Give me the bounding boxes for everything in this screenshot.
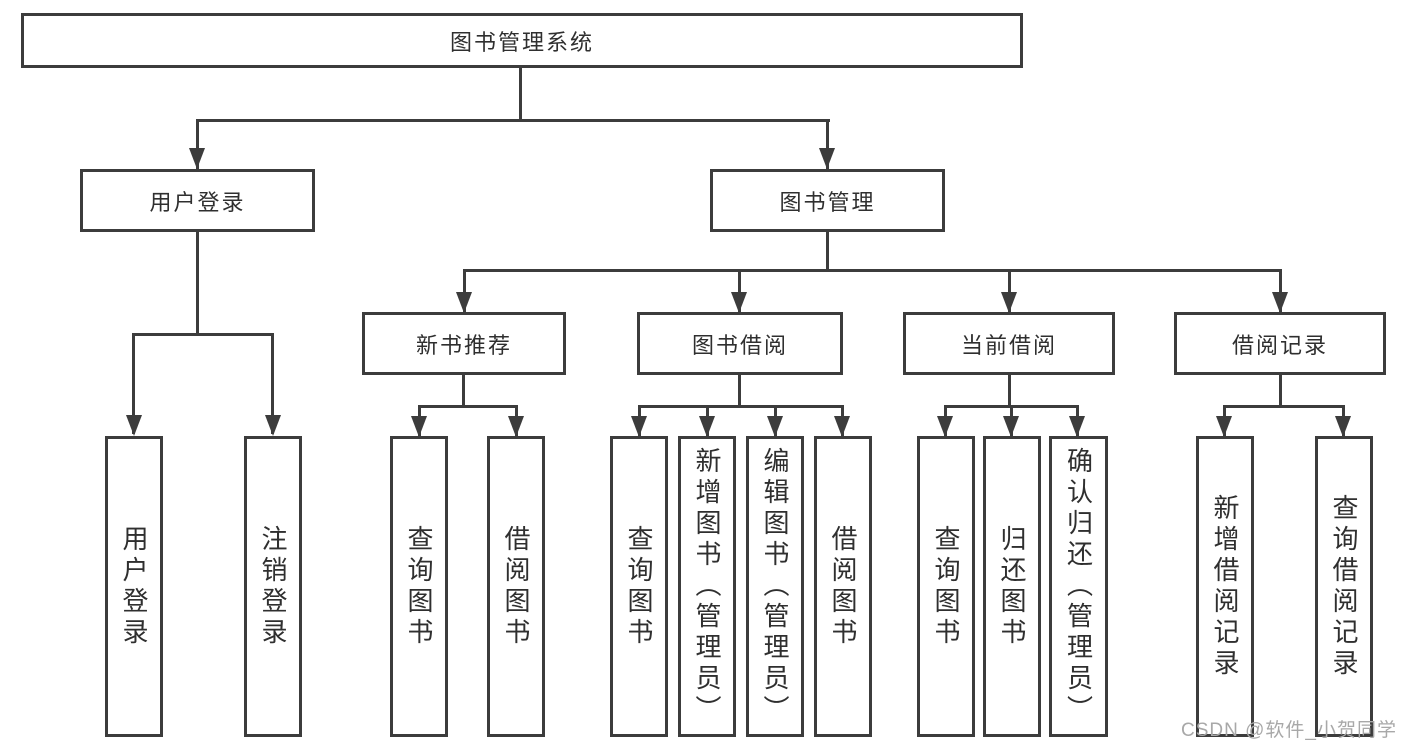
leaf-label: 确认归还（管理员） bbox=[1063, 447, 1094, 726]
arrow-down-icon bbox=[1003, 416, 1019, 437]
arrow-down-icon bbox=[731, 292, 747, 313]
arrow-down-icon bbox=[937, 416, 953, 437]
connector-line bbox=[132, 333, 273, 336]
connector-line bbox=[196, 119, 199, 169]
connector-line bbox=[738, 269, 741, 312]
connector-line bbox=[638, 405, 844, 408]
node-label: 当前借阅 bbox=[960, 332, 1057, 358]
node-label: 图书管理系统 bbox=[449, 29, 594, 55]
arrow-down-icon bbox=[631, 416, 647, 437]
leaf-label: 查询图书 bbox=[404, 524, 434, 649]
node-borrow-records: 借阅记录 bbox=[1174, 312, 1386, 375]
leaf-query-borrow-record: 查询借阅记录 bbox=[1315, 436, 1373, 737]
connector-line bbox=[519, 66, 522, 121]
leaf-label: 新增借阅记录 bbox=[1210, 493, 1240, 680]
connector-line bbox=[738, 373, 741, 408]
arrow-down-icon bbox=[411, 416, 427, 437]
connector-line bbox=[196, 230, 199, 336]
connector-line bbox=[463, 269, 1282, 272]
arrow-down-icon bbox=[456, 292, 472, 313]
leaf-label: 注销登录 bbox=[258, 524, 288, 649]
leaf-label: 借阅图书 bbox=[501, 524, 531, 649]
leaf-borrow-books-recommend: 借阅图书 bbox=[487, 436, 545, 737]
leaf-label: 查询借阅记录 bbox=[1329, 493, 1359, 680]
node-user-login: 用户登录 bbox=[80, 169, 315, 232]
arrow-down-icon bbox=[265, 415, 281, 436]
connector-line bbox=[1008, 373, 1011, 408]
leaf-label: 用户登录 bbox=[119, 524, 149, 649]
node-book-borrow: 图书借阅 bbox=[637, 312, 843, 375]
connector-line bbox=[826, 119, 829, 169]
connector-line bbox=[132, 333, 135, 434]
leaf-user-login: 用户登录 bbox=[105, 436, 163, 737]
connector-line bbox=[418, 405, 518, 408]
connector-line bbox=[463, 269, 466, 312]
leaf-confirm-return-admin: 确认归还（管理员） bbox=[1049, 436, 1108, 737]
node-label: 图书管理 bbox=[779, 189, 876, 215]
node-current-borrow: 当前借阅 bbox=[903, 312, 1115, 375]
arrow-down-icon bbox=[819, 148, 835, 169]
connector-line bbox=[462, 373, 465, 408]
arrow-down-icon bbox=[1335, 416, 1351, 437]
connector-line bbox=[826, 230, 829, 272]
arrow-down-icon bbox=[1216, 416, 1232, 437]
leaf-add-books-admin: 新增图书（管理员） bbox=[678, 436, 736, 737]
leaf-label: 查询图书 bbox=[624, 524, 654, 649]
arrow-down-icon bbox=[1001, 292, 1017, 313]
arrow-down-icon bbox=[834, 416, 850, 437]
leaf-query-books-borrow: 查询图书 bbox=[610, 436, 668, 737]
node-label: 新书推荐 bbox=[415, 332, 512, 358]
arrow-down-icon bbox=[767, 416, 783, 437]
node-label: 用户登录 bbox=[149, 189, 246, 215]
node-new-book-recommend: 新书推荐 bbox=[362, 312, 566, 375]
leaf-label: 查询图书 bbox=[931, 524, 961, 649]
leaf-label: 编辑图书（管理员） bbox=[760, 447, 790, 726]
leaf-label: 借阅图书 bbox=[828, 524, 858, 649]
csdn-watermark: CSDN @软件_小贺同学 bbox=[1181, 720, 1397, 741]
connector-line bbox=[271, 333, 274, 434]
node-label: 图书借阅 bbox=[691, 332, 788, 358]
leaf-label: 新增图书（管理员） bbox=[692, 447, 722, 726]
connector-line bbox=[1279, 373, 1282, 408]
leaf-query-books-current: 查询图书 bbox=[917, 436, 975, 737]
leaf-query-books-recommend: 查询图书 bbox=[390, 436, 448, 737]
arrow-down-icon bbox=[508, 416, 524, 437]
leaf-return-books: 归还图书 bbox=[983, 436, 1041, 737]
connector-line bbox=[1223, 405, 1344, 408]
node-label: 借阅记录 bbox=[1231, 332, 1328, 358]
connector-line bbox=[1008, 269, 1011, 312]
arrow-down-icon bbox=[1069, 416, 1085, 437]
connector-line bbox=[196, 119, 830, 122]
node-book-management: 图书管理 bbox=[710, 169, 945, 232]
leaf-user-logout: 注销登录 bbox=[244, 436, 302, 737]
leaf-borrow-books: 借阅图书 bbox=[814, 436, 872, 737]
connector-line bbox=[1279, 269, 1282, 312]
leaf-label: 归还图书 bbox=[997, 524, 1027, 649]
arrow-down-icon bbox=[126, 415, 142, 436]
arrow-down-icon bbox=[189, 148, 205, 169]
node-library-system: 图书管理系统 bbox=[21, 13, 1023, 68]
arrow-down-icon bbox=[1272, 292, 1288, 313]
leaf-edit-books-admin: 编辑图书（管理员） bbox=[746, 436, 804, 737]
arrow-down-icon bbox=[699, 416, 715, 437]
leaf-add-borrow-record: 新增借阅记录 bbox=[1196, 436, 1254, 737]
